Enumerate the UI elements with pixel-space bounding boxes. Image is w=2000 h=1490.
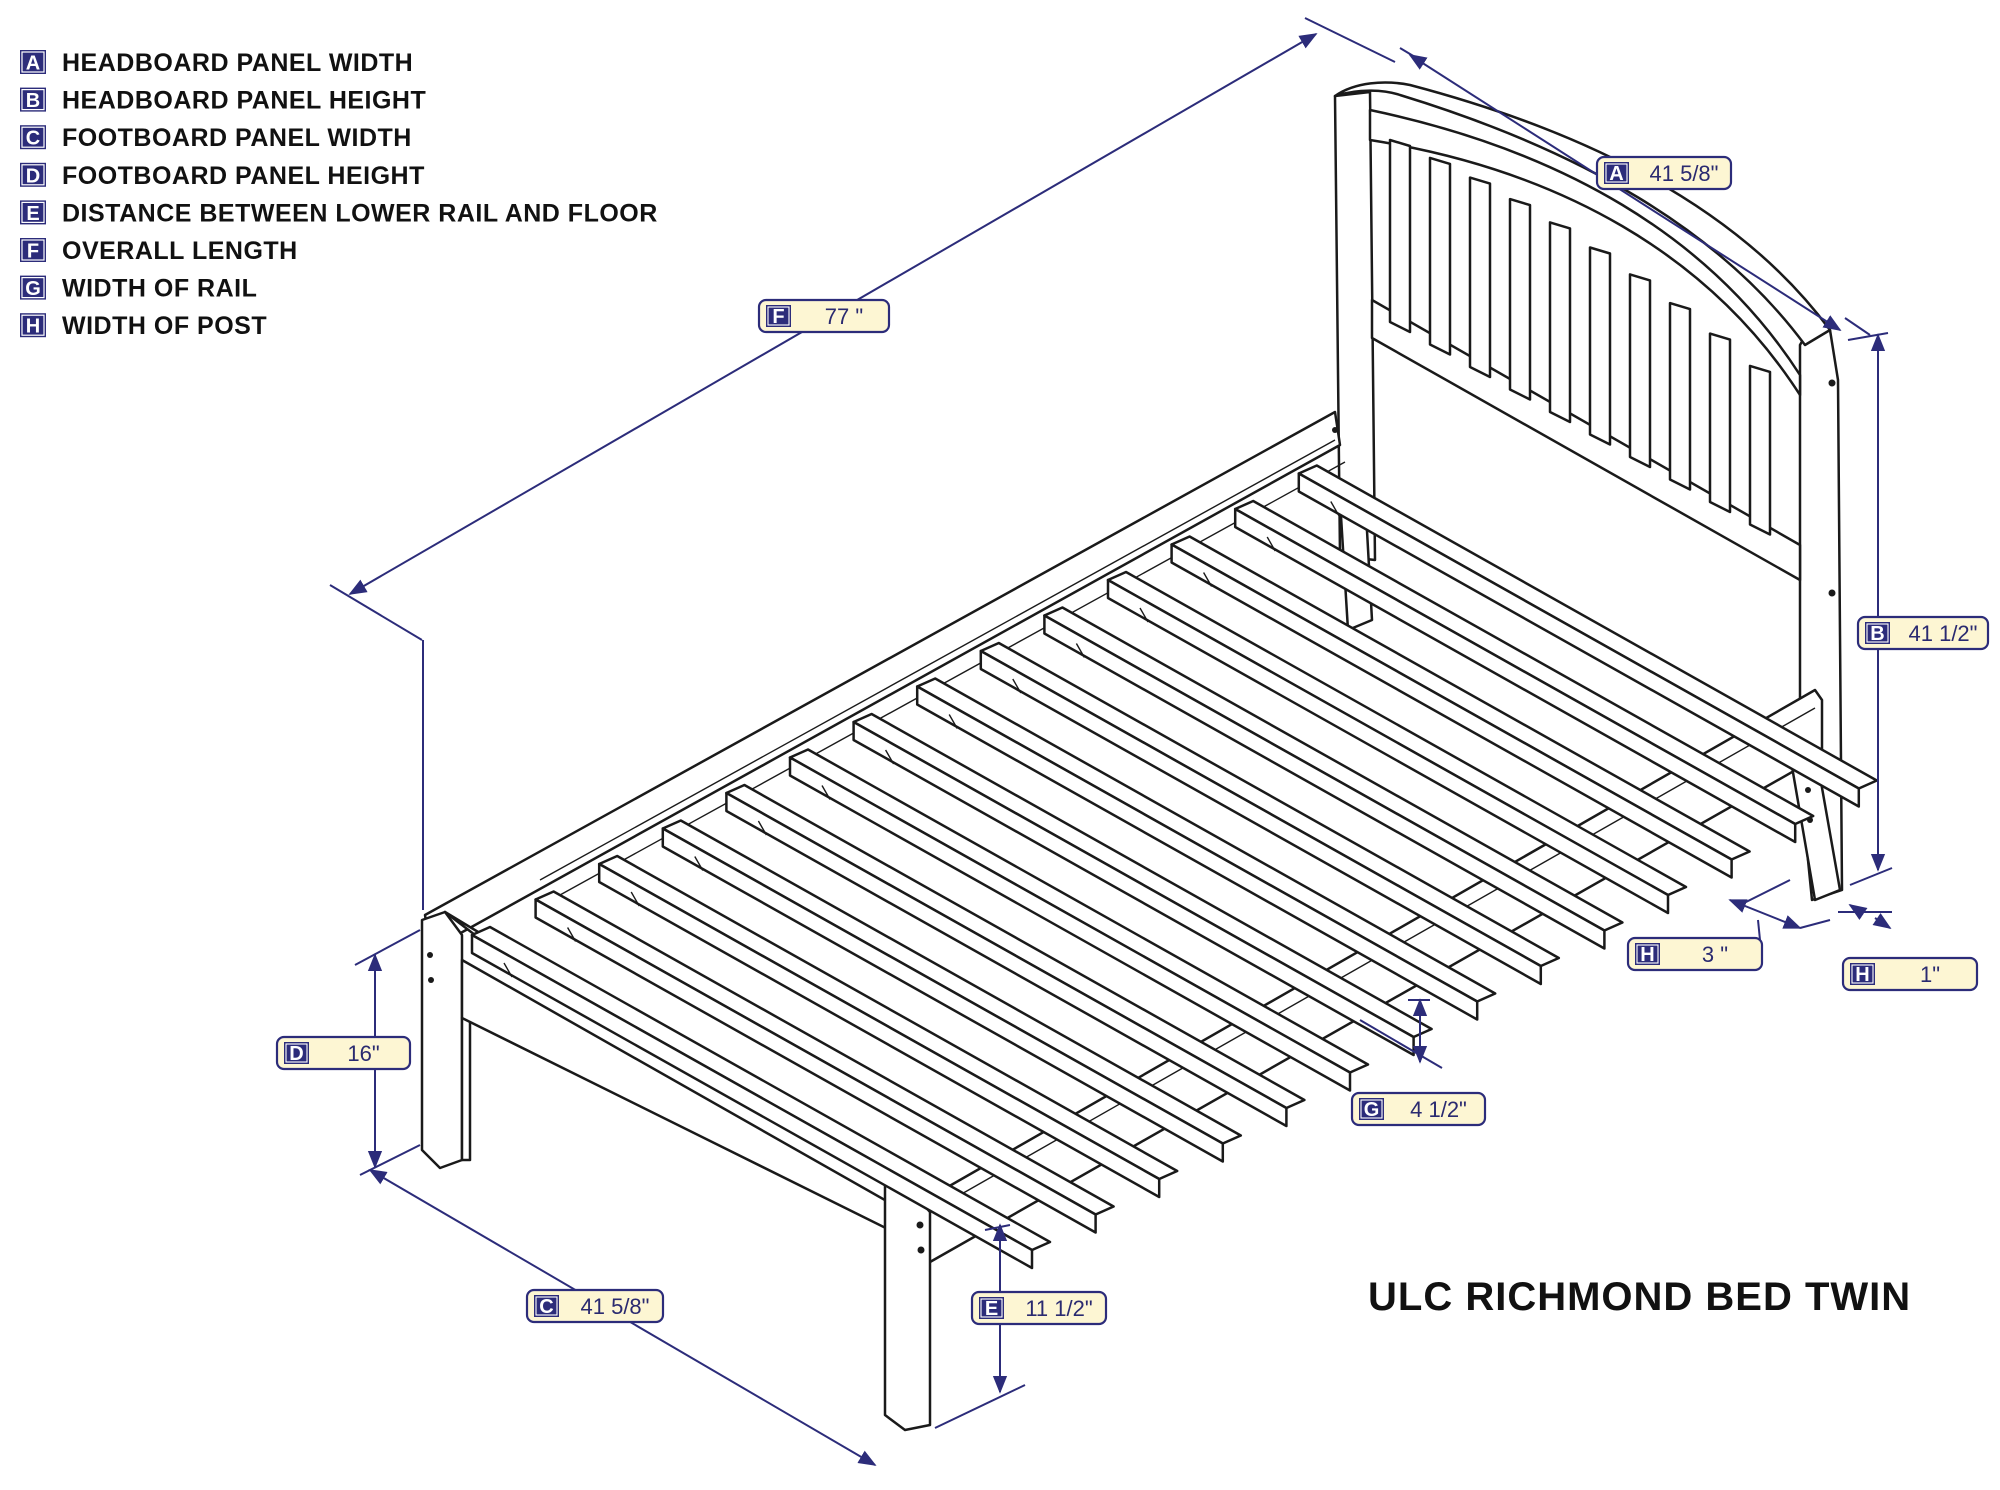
bed-drawing: [420, 81, 1879, 1432]
foot-post-left: [420, 910, 472, 1170]
dimension-tag-h2: H 1": [1841, 956, 1979, 992]
legend-item: F OVERALL LENGTH: [20, 237, 298, 265]
legend-item: H WIDTH OF POST: [20, 312, 267, 340]
legend-label: HEADBOARD PANEL HEIGHT: [62, 87, 426, 115]
bed-slat: [597, 854, 1179, 1199]
tag-letter: E: [985, 1298, 998, 1320]
legend-badge: [20, 162, 46, 187]
legend-letter: F: [27, 241, 39, 263]
bed-slat: [915, 677, 1497, 1021]
tag-letter: A: [1609, 163, 1623, 185]
tag-badge: [1604, 162, 1629, 184]
dimension-tags: A 41 5/8" F 77 " B 41 1/2" H 3 " H 1" D 16" G 4 1/2" C…: [275, 155, 1990, 1326]
legend-badge: [20, 87, 46, 112]
tag-badge: [1635, 943, 1660, 965]
tag-value: 77 ": [825, 304, 863, 329]
tag-badge: [1359, 1098, 1384, 1120]
tag-letter: H: [1855, 964, 1869, 986]
tag-value: 11 1/2": [1025, 1296, 1092, 1321]
tag-value: 41 1/2": [1909, 621, 1978, 646]
tag-badge: [1850, 963, 1875, 985]
tag-badge: [766, 305, 791, 327]
legend-item: A HEADBOARD PANEL WIDTH: [20, 49, 413, 77]
legend-letter: G: [25, 278, 41, 300]
legend-badge: [20, 275, 46, 300]
tag-value: 16": [347, 1041, 379, 1066]
tag-letter: D: [289, 1043, 303, 1065]
legend-item: B HEADBOARD PANEL HEIGHT: [20, 87, 426, 115]
tag-badge: [534, 1295, 559, 1317]
legend-item: D FOOTBOARD PANEL HEIGHT: [20, 162, 425, 190]
dimension-tag-a: A 41 5/8": [1595, 155, 1733, 191]
bed-slat: [1043, 606, 1624, 950]
tag-value: 41 5/8": [581, 1294, 650, 1319]
legend-letter: H: [26, 316, 40, 338]
bed-slat: [788, 748, 1370, 1092]
tag-letter: C: [539, 1296, 553, 1318]
bed-slat: [979, 641, 1561, 986]
tag-letter: F: [772, 306, 784, 328]
dimension-tag-h1: H 3 ": [1626, 936, 1764, 972]
legend-item: C FOOTBOARD PANEL WIDTH: [20, 124, 412, 152]
tag-badge: [284, 1042, 309, 1064]
tag-badge: [979, 1297, 1004, 1319]
legend-badge: [20, 125, 46, 150]
dimension-tag-d: D 16": [275, 1035, 412, 1071]
legend-item: E DISTANCE BETWEEN LOWER RAIL AND FLOOR: [20, 199, 658, 227]
dimension-tag-c: C 41 5/8": [525, 1288, 665, 1324]
tag-badge: [1865, 622, 1890, 644]
legend-badge: [20, 50, 46, 74]
dimension-tag-f: F 77 ": [757, 298, 891, 334]
legend-badge: [20, 313, 46, 338]
bed-slat: [661, 819, 1243, 1163]
legend-badge: [20, 200, 46, 225]
legend-label: FOOTBOARD PANEL WIDTH: [62, 124, 412, 152]
legend-letter: B: [26, 90, 40, 112]
legend-label: OVERALL LENGTH: [62, 237, 298, 265]
bed-slat: [470, 925, 1052, 1270]
foot-post-right: [883, 1183, 932, 1432]
tag-value: 3 ": [1702, 942, 1728, 967]
legend-label: WIDTH OF POST: [62, 312, 267, 340]
tag-value: 1": [1920, 962, 1940, 987]
product-title: ULC RICHMOND BED TWIN: [1368, 1275, 1911, 1319]
legend-letter: A: [26, 53, 40, 75]
legend-item: G WIDTH OF RAIL: [20, 275, 257, 303]
legend-letter: E: [26, 203, 39, 225]
bed-slat: [534, 890, 1115, 1234]
tag-letter: G: [1364, 1099, 1380, 1121]
legend-label: FOOTBOARD PANEL HEIGHT: [62, 162, 425, 190]
tag-letter: H: [1640, 944, 1654, 966]
tag-value: 4 1/2": [1410, 1097, 1467, 1122]
legend-badge: [20, 238, 46, 262]
legend-label: DISTANCE BETWEEN LOWER RAIL AND FLOOR: [62, 199, 658, 227]
bed-slat: [852, 712, 1433, 1057]
dimension-tag-b: B 41 1/2": [1856, 615, 1990, 651]
legend: A HEADBOARD PANEL WIDTH B HEADBOARD PANEL H…: [20, 49, 658, 340]
bed-slat: [725, 783, 1306, 1128]
dimension-tag-g: G 4 1/2": [1350, 1091, 1487, 1127]
dimension-tag-e: E 11 1/2": [970, 1290, 1108, 1326]
legend-letter: D: [26, 165, 40, 187]
tag-letter: B: [1870, 623, 1884, 645]
bed-slats: [470, 464, 1879, 1270]
tag-value: 41 5/8": [1650, 161, 1719, 186]
legend-letter: C: [26, 128, 40, 150]
legend-label: WIDTH OF RAIL: [62, 275, 257, 303]
legend-label: HEADBOARD PANEL WIDTH: [62, 49, 413, 77]
